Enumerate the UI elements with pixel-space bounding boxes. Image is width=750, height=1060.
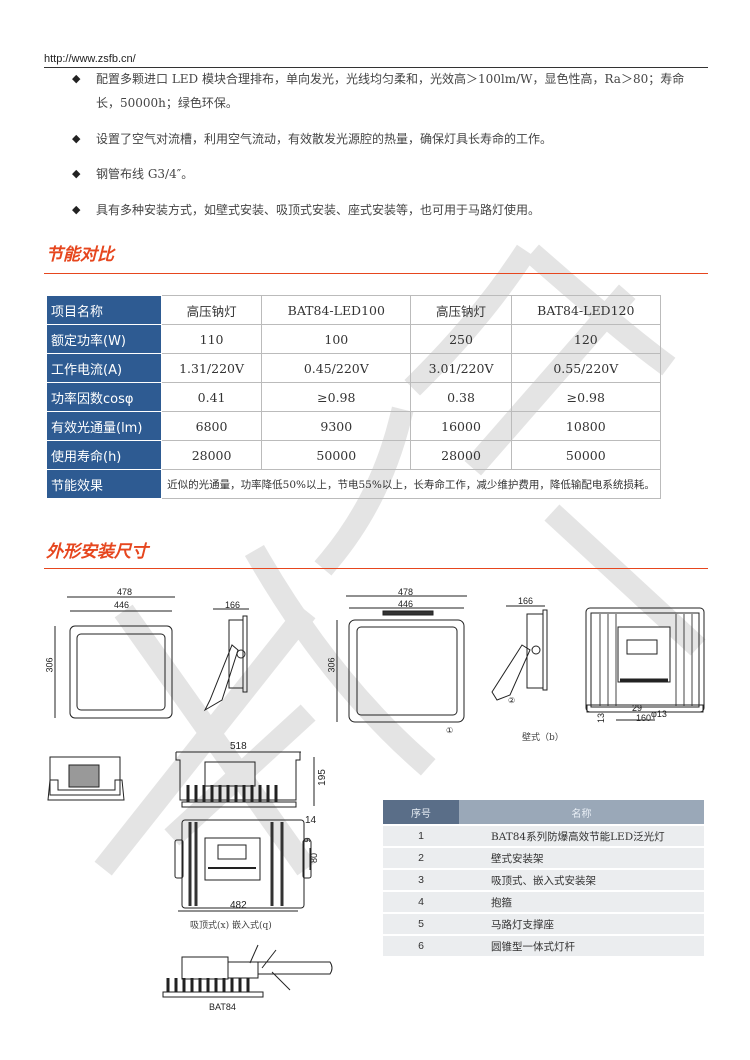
dim-482: 482 [230,900,247,911]
parts-header-name: 名称 [459,800,704,824]
table-cell: 250 [410,324,512,354]
diamond-bullet-icon: ◆ [72,72,81,85]
part-no: 3 [383,870,459,890]
part-no: 4 [383,892,459,912]
dim-hole: φ13 [651,709,667,719]
section-title-energy: 节能对比 [46,245,114,265]
side-view-drawing [203,608,249,712]
table-cell: 1.31/220V [160,353,263,383]
front-view-mounted-drawing [336,595,467,723]
table-cell: 高压钠灯 [410,295,512,325]
part-no: 6 [383,936,459,956]
table-cell: 10800 [510,411,662,441]
table-row-effect: 节能效果近似的光通量，功率降低50%以上，节电55%以上，长寿命工作，减少维护费… [46,469,661,499]
dim-width-inner: 446 [114,600,130,610]
rear-view-drawing [585,607,705,721]
diamond-bullet-icon: ◆ [72,167,81,180]
row-label: 节能效果 [46,469,162,499]
row-label: 额定功率(W) [46,324,162,354]
table-cell: 9300 [261,411,412,441]
ceiling-top-view-drawing [174,819,312,912]
caption-model: BAT84 [209,1002,236,1012]
ceiling-mount-drawing [47,751,315,808]
part-name: 壁式安装架 [459,848,704,868]
row-label: 功率因数cosφ [46,382,162,412]
dim-width-outer: 478 [117,587,133,597]
table-cell: 28000 [410,440,512,470]
callout-1: ① [446,726,454,735]
part-name: 吸顶式、嵌入式安装架 [459,870,704,890]
dim-depth: 166 [518,596,534,606]
dim-29: 29 [632,703,643,713]
part-name: 抱箍 [459,892,704,912]
table-cell: 50000 [261,440,412,470]
part-no: 5 [383,914,459,934]
row-label: 有效光通量(lm) [46,411,162,441]
section-divider [44,568,708,569]
street-light-mount-drawing [162,944,333,998]
site-url[interactable]: http://www.zsfb.cn/ [44,53,136,65]
dim-14: 14 [305,815,317,826]
part-no: 2 [383,848,459,868]
dim-160: 160 [636,713,652,723]
row-label: 工作电流(A) [46,353,162,383]
callout-2: ② [508,696,516,705]
row-label: 使用寿命(h) [46,440,162,470]
caption-wall-mount: 壁式（b） [522,733,564,743]
table-cell: ≥0.98 [261,382,412,412]
feature-item: ◆钢管布线 G3/4″。 [72,162,702,186]
part-name: 马路灯支撑座 [459,914,704,934]
section-divider [44,273,708,274]
diamond-bullet-icon: ◆ [72,132,81,145]
table-cell: 100 [261,324,412,354]
dim-518: 518 [230,741,247,752]
dim-width-inner: 446 [398,599,414,609]
table-cell: BAT84-LED100 [261,295,412,325]
part-name: 圆锥型一体式灯杆 [459,936,704,956]
header-divider [44,67,708,68]
feature-item: ◆配置多颗进口 LED 模块合理排布，单向发光，光线均匀柔和，光效高＞100lm… [72,67,702,115]
feature-item: ◆设置了空气对流槽，利用空气流动，有效散发光源腔的热量，确保灯具长寿命的工作。 [72,127,702,151]
caption-ceiling-mount: 吸顶式(x) 嵌入式(q) [190,921,272,931]
side-view-mounted-drawing [491,605,548,701]
table-cell: 0.55/220V [510,353,662,383]
part-no: 1 [383,826,459,846]
parts-header-no: 序号 [383,800,459,824]
diamond-bullet-icon: ◆ [72,203,81,216]
dim-width-outer: 478 [398,587,414,597]
table-cell: 3.01/220V [410,353,512,383]
section-title-dimensions: 外形安装尺寸 [46,542,148,562]
dim-depth: 166 [225,600,241,610]
feature-item: ◆具有多种安装方式，如壁式安装、吸顶式安装、座式安装等，也可用于马路灯使用。 [72,198,702,222]
row-label: 项目名称 [46,295,162,325]
front-view-drawing [54,596,175,719]
part-name: BAT84系列防爆高效节能LED泛光灯 [459,826,704,846]
effect-text: 近似的光通量，功率降低50%以上，节电55%以上，长寿命工作，减少维护费用，降低… [161,469,661,499]
